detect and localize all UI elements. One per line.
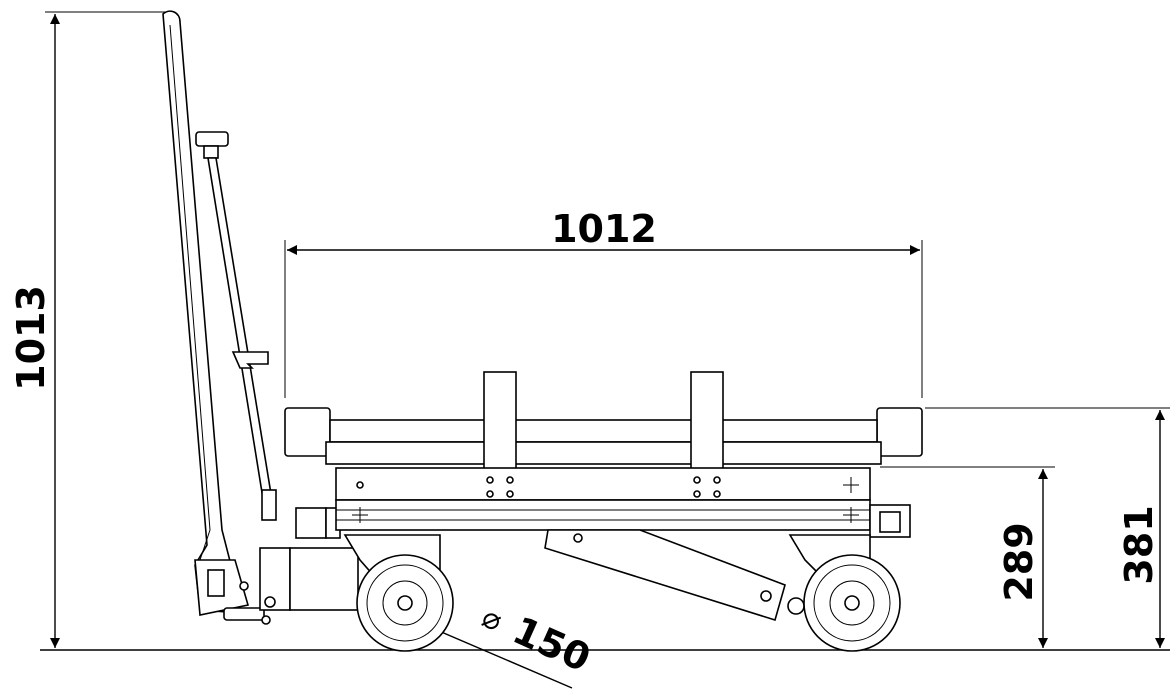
- max-height-dimension: 381: [925, 407, 1170, 648]
- platform-end-cap-right: [876, 407, 923, 457]
- overall-height-dimension: 1013: [9, 11, 165, 648]
- wheel-diameter-label: 150: [507, 608, 597, 680]
- chassis-base: [239, 507, 359, 625]
- platform: [284, 371, 923, 538]
- min-height-dimension: 289: [880, 466, 1055, 648]
- wheel-diameter-dimension: ⌀ 150: [431, 600, 597, 689]
- front-caster: [343, 534, 454, 652]
- platform-length-dimension: 1012: [284, 207, 923, 398]
- min-height-label: 289: [997, 522, 1041, 601]
- overall-height-label: 1013: [9, 285, 53, 391]
- max-height-label: 381: [1117, 505, 1161, 584]
- lift-arm: [544, 529, 805, 622]
- platform-length-label: 1012: [551, 207, 657, 251]
- platform-end-cap-left: [284, 407, 331, 457]
- diameter-symbol: ⌀: [477, 600, 508, 639]
- handle: [162, 10, 277, 621]
- handle-knob: [195, 131, 229, 147]
- rear-caster: [788, 534, 901, 652]
